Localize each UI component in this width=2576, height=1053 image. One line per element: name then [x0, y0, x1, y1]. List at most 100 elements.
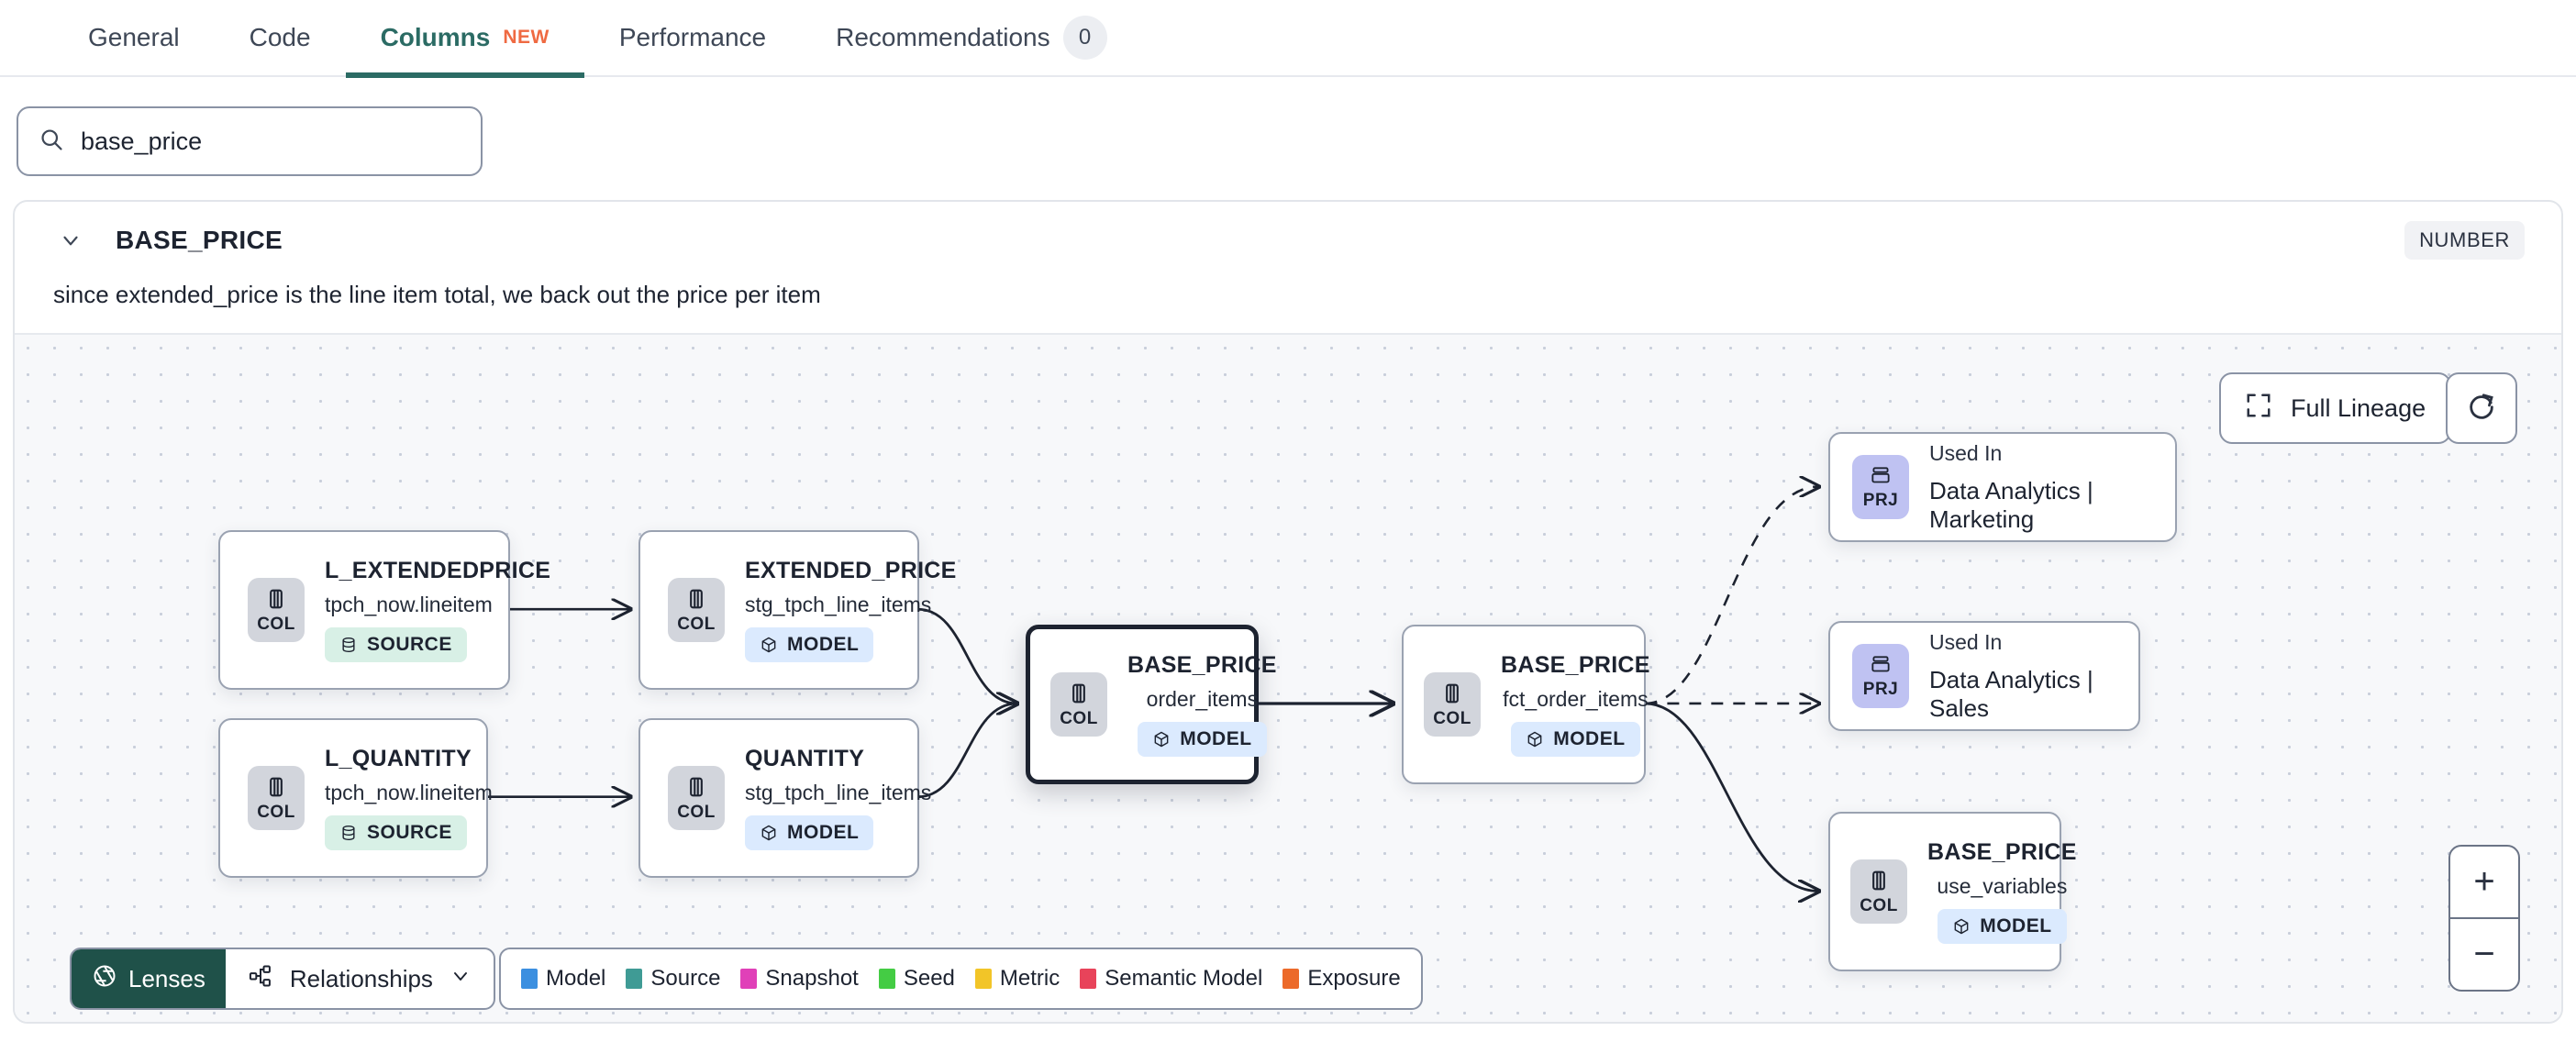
- column-header: BASE_PRICE NUMBER: [15, 202, 2561, 279]
- col-icon-label: COL: [1433, 708, 1471, 728]
- node-kind-label: MODEL: [1553, 728, 1626, 749]
- new-badge: NEW: [503, 27, 550, 48]
- node-type-legend: Model Source Snapshot Seed Metric Semant…: [499, 948, 1423, 1010]
- zoom-out-button[interactable]: −: [2473, 934, 2495, 974]
- cube-icon: [761, 637, 776, 653]
- node-subtitle: fct_order_items: [1503, 687, 1649, 711]
- node-title: BASE_PRICE: [1501, 652, 1650, 678]
- lineage-node-base-price-use-variables[interactable]: COL BASE_PRICE use_variables MODEL: [1828, 812, 2076, 971]
- legend-item-seed: Seed: [878, 966, 955, 992]
- refresh-icon: [2466, 391, 2497, 427]
- legend-item-semantic-model: Semantic Model: [1080, 966, 1262, 992]
- column-detail-panel: BASE_PRICE NUMBER since extended_price i…: [13, 200, 2563, 1024]
- lineage-canvas[interactable]: COL L_EXTENDEDPRICE tpch_now.lineitem SO…: [15, 333, 2561, 1022]
- legend-item-source: Source: [626, 966, 720, 992]
- node-title: BASE_PRICE: [1127, 652, 1277, 678]
- chevron-down-icon: [450, 965, 472, 993]
- node-kind-badge: MODEL: [1938, 909, 2067, 944]
- tab-label: General: [88, 23, 180, 51]
- node-title: L_EXTENDEDPRICE: [325, 558, 551, 583]
- node-kind-badge: MODEL: [1138, 722, 1267, 757]
- search-icon: [39, 127, 64, 157]
- zoom-controls[interactable]: + −: [2448, 845, 2520, 992]
- node-usedin-label: Used In: [1929, 629, 2003, 654]
- database-icon: [342, 637, 355, 653]
- legend-label: Model: [546, 966, 606, 991]
- col-icon: COL: [248, 766, 305, 830]
- tab-label: Performance: [618, 23, 767, 51]
- recommendations-count-badge: 0: [1062, 16, 1107, 60]
- search-box[interactable]: [17, 106, 483, 176]
- node-title: L_QUANTITY: [325, 746, 472, 771]
- tab-label: Recommendations: [836, 23, 1050, 51]
- prj-icon-label: PRJ: [1862, 490, 1899, 510]
- node-subtitle: order_items: [1146, 687, 1259, 711]
- full-lineage-button[interactable]: Full Lineage: [2219, 372, 2452, 444]
- chevron-down-icon[interactable]: [59, 228, 83, 252]
- legend-item-exposure: Exposure: [1282, 966, 1401, 992]
- legend-swatch: [626, 969, 643, 989]
- legend-swatch: [1080, 969, 1097, 989]
- cube-icon: [1954, 918, 1969, 935]
- relationships-label: Relationships: [289, 964, 433, 992]
- col-icon: COL: [1850, 859, 1907, 924]
- legend-swatch: [740, 969, 758, 989]
- cube-icon: [1154, 731, 1169, 748]
- search-area: [0, 77, 2576, 200]
- full-lineage-label: Full Lineage: [2291, 393, 2426, 422]
- legend-label: Seed: [903, 966, 955, 991]
- tab-bar: General Code Columns NEW Performance Rec…: [0, 0, 2576, 78]
- tab-performance[interactable]: Performance: [584, 0, 801, 76]
- col-icon-label: COL: [677, 802, 716, 822]
- lineage-node-base-price-fct-order-items[interactable]: COL BASE_PRICE fct_order_items MODEL: [1402, 625, 1649, 784]
- node-kind-label: SOURCE: [367, 634, 452, 655]
- node-title: EXTENDED_PRICE: [745, 558, 957, 583]
- node-kind-badge: MODEL: [745, 815, 874, 850]
- legend-swatch: [974, 969, 992, 989]
- node-kind-badge: MODEL: [1511, 722, 1640, 757]
- legend-label: Source: [650, 966, 721, 991]
- node-kind-label: SOURCE: [367, 822, 452, 843]
- lineage-node-l-extendedprice[interactable]: COL L_EXTENDEDPRICE tpch_now.lineitem SO…: [218, 530, 550, 690]
- legend-item-snapshot: Snapshot: [740, 966, 859, 992]
- cube-icon: [761, 825, 776, 841]
- tab-label: Columns: [380, 23, 491, 51]
- tab-general[interactable]: General: [53, 0, 215, 76]
- prj-icon: PRJ: [1852, 455, 1909, 519]
- col-icon-label: COL: [257, 614, 295, 634]
- node-usedin-label: Used In: [1929, 440, 2003, 465]
- lenses-button[interactable]: Lenses: [72, 949, 226, 1008]
- node-subtitle: tpch_now.lineitem: [325, 593, 493, 616]
- tab-label: Code: [249, 23, 311, 51]
- lineage-node-base-price-order-items[interactable]: COL BASE_PRICE order_items MODEL: [1026, 625, 1276, 784]
- legend-item-model: Model: [521, 966, 605, 992]
- lineage-node-prj-marketing[interactable]: PRJ Used In Data Analytics | Marketing: [1828, 432, 2177, 542]
- zoom-in-button[interactable]: +: [2450, 847, 2518, 919]
- column-type-badge: NUMBER: [2404, 221, 2525, 260]
- tab-recommendations[interactable]: Recommendations 0: [801, 0, 1141, 76]
- lineage-node-extended-price[interactable]: COL EXTENDED_PRICE stg_tpch_line_items M…: [638, 530, 956, 690]
- legend-label: Exposure: [1307, 966, 1401, 991]
- node-project-name: Data Analytics | Sales: [1929, 665, 2093, 722]
- relationships-dropdown[interactable]: Relationships: [226, 949, 494, 1008]
- legend-swatch: [521, 969, 538, 989]
- lineage-node-quantity[interactable]: COL QUANTITY stg_tpch_line_items MODEL: [638, 718, 931, 878]
- search-input[interactable]: [81, 127, 461, 156]
- legend-label: Metric: [999, 966, 1060, 991]
- lineage-node-l-quantity[interactable]: COL L_QUANTITY tpch_now.lineitem SOURCE: [218, 718, 493, 878]
- legend-swatch: [1282, 969, 1300, 989]
- node-project-name: Data Analytics | Marketing: [1929, 476, 2093, 533]
- lenses-label: Lenses: [128, 964, 205, 992]
- refresh-button[interactable]: [2446, 372, 2517, 444]
- legend-swatch: [878, 969, 895, 989]
- tab-code[interactable]: Code: [215, 0, 346, 76]
- cube-icon: [1527, 731, 1542, 748]
- node-kind-badge: SOURCE: [325, 815, 467, 850]
- node-subtitle: stg_tpch_line_items: [745, 593, 932, 616]
- col-icon-label: COL: [1060, 708, 1098, 728]
- tab-columns[interactable]: Columns NEW: [345, 0, 585, 78]
- prj-icon: PRJ: [1852, 644, 1909, 708]
- lineage-node-prj-sales[interactable]: PRJ Used In Data Analytics | Sales: [1828, 621, 2140, 731]
- node-kind-label: MODEL: [1180, 728, 1252, 749]
- relationships-icon: [248, 963, 273, 995]
